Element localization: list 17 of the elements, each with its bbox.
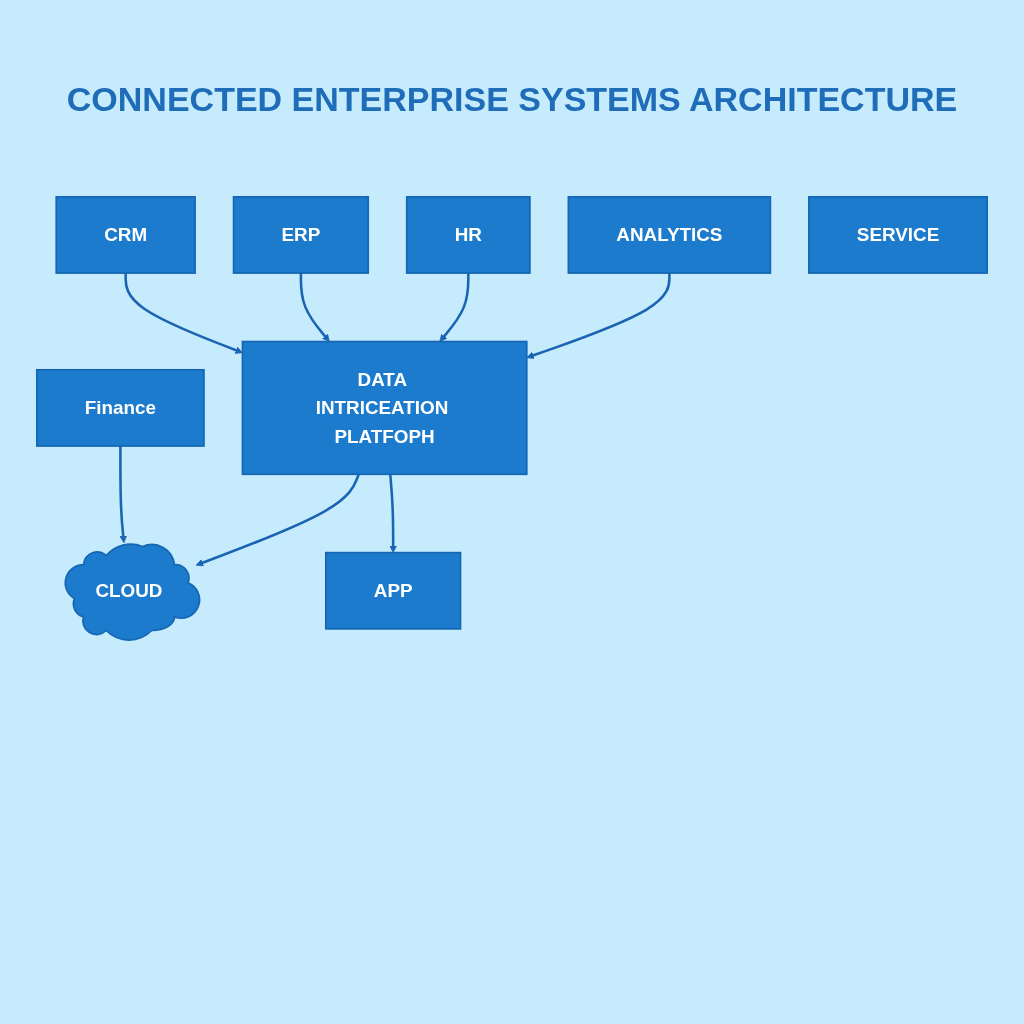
system-box: ANALYTICS xyxy=(567,196,772,274)
arrow xyxy=(526,273,671,359)
system-box: APP xyxy=(325,551,462,630)
arrow xyxy=(299,273,330,342)
system-box: CRM xyxy=(55,196,196,274)
arrow xyxy=(195,473,360,567)
arrow xyxy=(119,446,127,544)
cloud-node: CLOUD xyxy=(64,543,201,641)
system-box: DATA INTRICEATION PLATFOPH xyxy=(241,340,528,476)
diagram-title: CONNECTED ENTERPRISE SYSTEMS ARCHITECTURE xyxy=(66,80,958,119)
system-box: SERVICE xyxy=(808,196,988,274)
arrow xyxy=(439,273,470,342)
system-box: Finance xyxy=(36,368,205,447)
arrow xyxy=(124,273,243,354)
system-box: ERP xyxy=(232,196,370,274)
system-box: HR xyxy=(405,196,531,274)
arrow xyxy=(388,474,397,553)
